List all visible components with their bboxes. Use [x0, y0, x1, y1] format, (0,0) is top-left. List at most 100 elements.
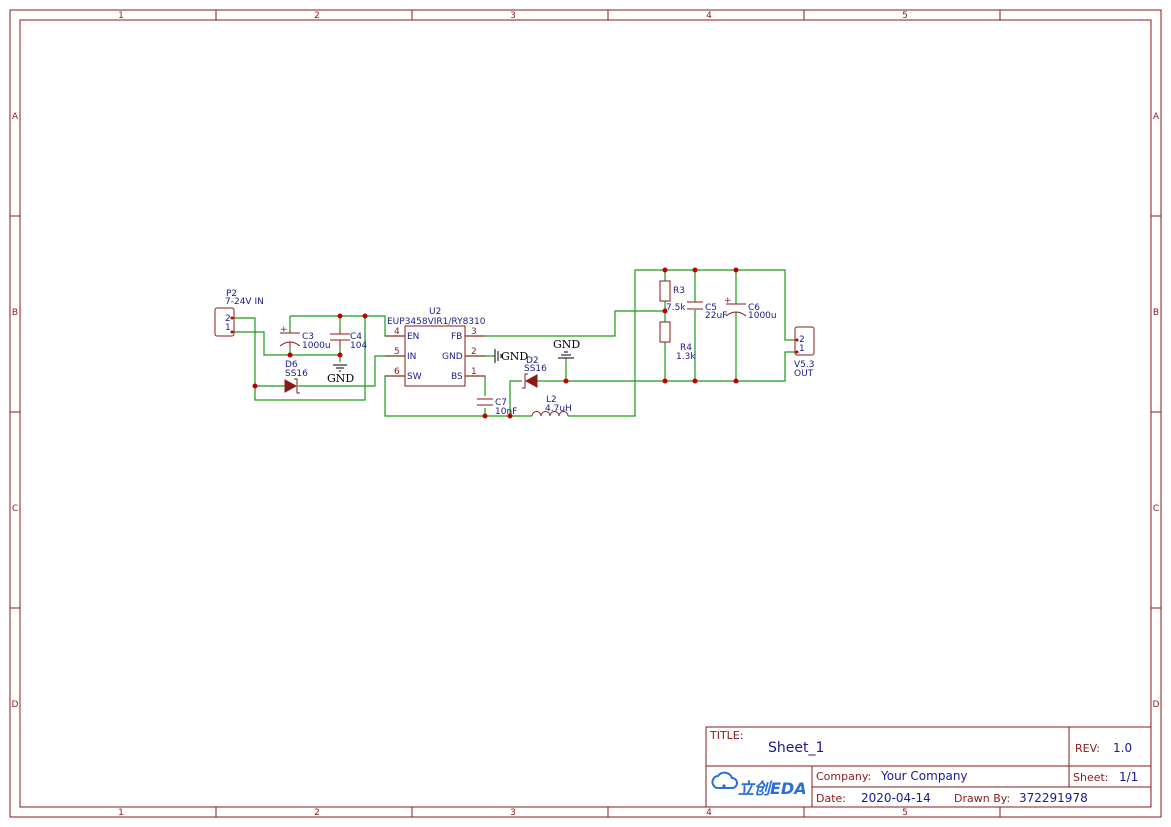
svg-text:+: + [280, 325, 288, 335]
capacitor-c3: + C3 1000u [279, 325, 331, 351]
row-label: A [12, 112, 19, 122]
u2-value: EUP3458VIR1/RY8310 [387, 317, 486, 327]
junction-dot [692, 267, 698, 273]
ground-symbol-3: GND [553, 338, 580, 359]
lceda-logo: 立创EDA [711, 771, 807, 798]
ground-symbol-2: GND [494, 349, 528, 363]
junction-dot [733, 267, 739, 273]
junction-dot [662, 267, 668, 273]
drawn-by-value: 372291978 [1019, 791, 1088, 805]
junction-dot [662, 308, 668, 314]
r3-value: 7.5k [666, 303, 686, 313]
c3-designator: C3 [302, 332, 314, 342]
out-pin-2: 2 [799, 335, 805, 345]
u2-pin-name: EN [407, 332, 419, 342]
u2-designator: U2 [429, 307, 441, 317]
sheet-title: Sheet_1 [768, 740, 824, 756]
junction-dot [507, 413, 513, 419]
company-value: Your Company [880, 769, 968, 783]
u2-pin-num: 1 [471, 367, 477, 377]
row-label: B [12, 308, 18, 318]
connector-out: 2 1 V5.3 OUT [794, 326, 815, 379]
r3-designator: R3 [673, 286, 685, 296]
p2-pin-2: 2 [225, 314, 231, 324]
u2-pin-name: FB [451, 332, 462, 342]
d6-designator: D6 [285, 360, 298, 370]
r4-value: 1.3k [676, 352, 696, 362]
u2-pin-num: 6 [394, 367, 400, 377]
c7-value: 10nF [495, 407, 517, 417]
junction-dot [662, 378, 668, 384]
p2-value: 7-24V IN [225, 297, 264, 307]
column-label: 2 [314, 11, 320, 21]
u2-pin-name: SW [407, 372, 422, 382]
l2-designator: L2 [546, 395, 557, 405]
date-label: Date: [816, 792, 846, 805]
c5-designator: C5 [705, 303, 717, 313]
company-label: Company: [816, 770, 871, 783]
diode-d6: D6 SS16 [284, 360, 308, 394]
column-label: 3 [510, 808, 516, 818]
p2-designator: P2 [226, 289, 237, 299]
drawn-by-label: Drawn By: [954, 792, 1010, 805]
row-label: A [1153, 112, 1160, 122]
junctions [252, 267, 739, 419]
u2-pin-name: BS [451, 372, 463, 382]
capacitor-c5: C5 22uF [687, 301, 727, 321]
r4-designator: R4 [680, 343, 692, 353]
junction-dot [337, 352, 343, 358]
u2-pin-num: 4 [394, 327, 400, 337]
sheet-label: Sheet: [1073, 771, 1109, 784]
row-label: C [12, 504, 18, 514]
gnd3-label: GND [553, 338, 580, 351]
sheet-border [9, 9, 1162, 818]
gnd2-label: GND [501, 350, 528, 363]
column-label: 2 [314, 808, 320, 818]
c3-value: 1000u [302, 341, 331, 351]
svg-text:+: + [724, 296, 732, 306]
u2-pin-num: 2 [471, 347, 477, 357]
row-label: D [12, 700, 19, 710]
sheet-value: 1/1 [1119, 770, 1138, 784]
column-label: 4 [706, 11, 712, 21]
c4-value: 104 [350, 341, 367, 351]
out-pin-1: 1 [799, 344, 805, 354]
title-label: TITLE: [709, 729, 743, 742]
ic-u2: U2 EUP3458VIR1/RY8310 4 EN 5 IN 6 SW 3 F… [385, 307, 486, 387]
gnd1-label: GND [327, 372, 354, 385]
d2-value: SS16 [524, 364, 547, 374]
column-label: 1 [118, 808, 124, 818]
c7-designator: C7 [495, 398, 507, 408]
junction-dot [563, 378, 569, 384]
out-value: OUT [794, 369, 814, 379]
title-block: TITLE: Sheet_1 REV: 1.0 Company: Your Co… [705, 726, 1152, 808]
junction-dot [252, 383, 258, 389]
inductor-l2: L2 4.7uH [531, 395, 572, 417]
junction-dot [337, 313, 343, 319]
row-labels-right: A B C D [1153, 112, 1160, 710]
u2-pin-name: IN [407, 352, 416, 362]
row-label: C [1153, 504, 1159, 514]
d2-designator: D2 [526, 356, 539, 366]
row-label: B [1153, 308, 1159, 318]
capacitor-c4: C4 104 [330, 330, 367, 351]
resistor-r3: R3 7.5k [659, 280, 686, 313]
l2-value: 4.7uH [545, 404, 572, 414]
d6-value: SS16 [285, 369, 308, 379]
connector-p2: P2 7-24V IN 2 1 [214, 289, 264, 337]
junction-dot [287, 352, 293, 358]
rev-value: 1.0 [1113, 741, 1132, 755]
capacitor-c6: + C6 1000u [724, 296, 777, 321]
u2-pin-name: GND [442, 352, 463, 362]
c6-designator: C6 [748, 303, 760, 313]
junction-dot [733, 378, 739, 384]
logo-text: 立创EDA [738, 779, 807, 798]
date-value: 2020-04-14 [861, 791, 931, 805]
resistor-r4: R4 1.3k [659, 321, 696, 362]
rev-label: REV: [1075, 742, 1100, 755]
ground-symbol-1: GND [327, 364, 354, 385]
junction-dot [362, 313, 368, 319]
out-designator: V5.3 [794, 360, 814, 370]
c4-designator: C4 [350, 332, 362, 342]
